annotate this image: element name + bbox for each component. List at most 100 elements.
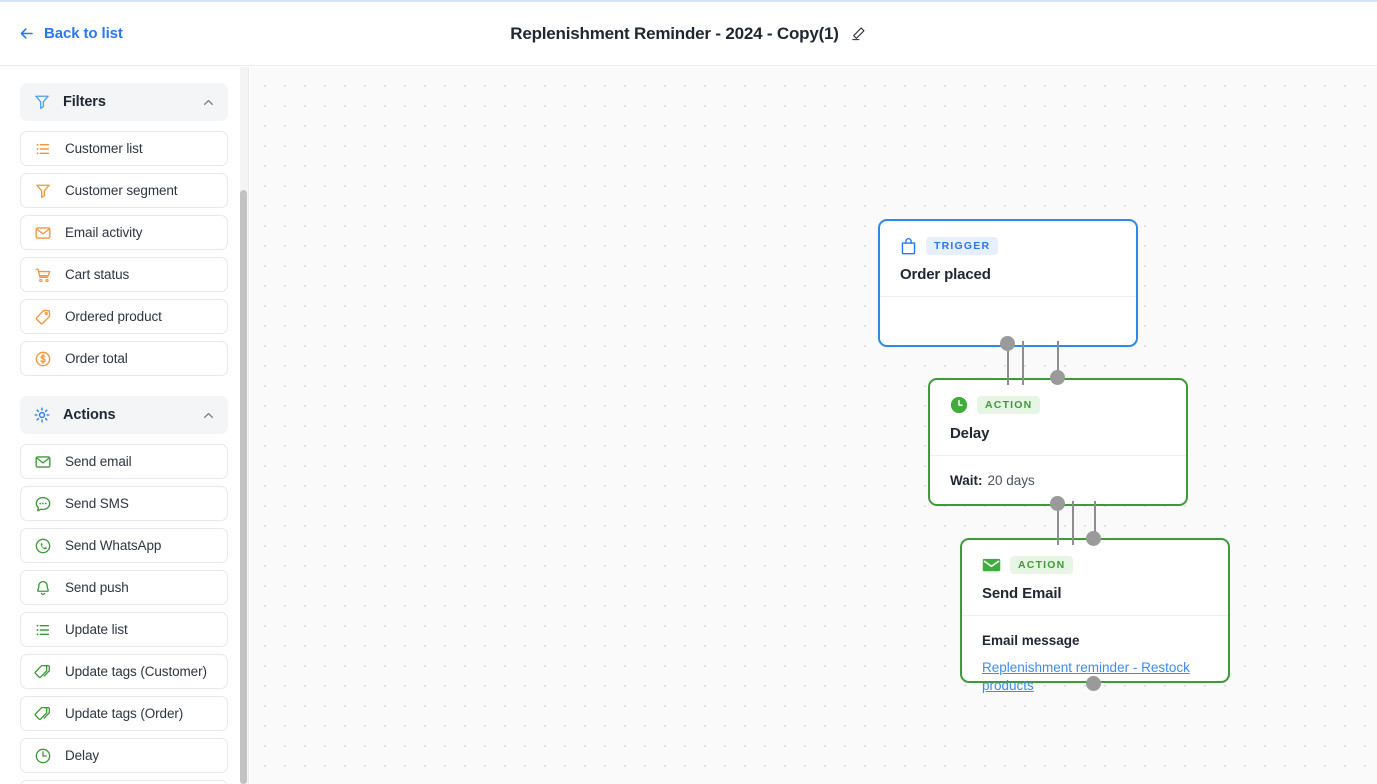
funnel-icon: [36, 184, 50, 198]
cart-icon: [35, 268, 51, 282]
palette-item-label: Delay: [65, 748, 100, 763]
palette-item-update-list[interactable]: Update list: [20, 612, 228, 647]
bell-icon: [34, 579, 52, 597]
edge-segment: [1094, 501, 1096, 543]
node-handle-target[interactable]: [1086, 531, 1101, 546]
whatsapp-icon: [34, 537, 52, 555]
tags-icon: [34, 664, 50, 678]
workflow-node-send-email[interactable]: ACTION Send Email Email message Replenis…: [960, 538, 1230, 693]
node-body: [880, 297, 1136, 339]
palette-item-label: Update list: [65, 622, 128, 637]
dollar-circle-icon: [34, 350, 52, 368]
palette-item-email-activity[interactable]: Email activity: [20, 215, 228, 250]
palette-item-label: Cart status: [65, 267, 130, 282]
edge-segment: [1022, 341, 1024, 385]
node-title: Order placed: [900, 266, 991, 283]
sidebar-scrollbar-track[interactable]: [240, 67, 248, 784]
node-handle-source[interactable]: [1050, 496, 1065, 511]
palette-item-label: Email activity: [65, 225, 143, 240]
palette-item-send-push[interactable]: Send push: [20, 570, 228, 605]
node-body: Email message Replenishment reminder - R…: [962, 616, 1228, 711]
funnel-icon: [35, 95, 49, 109]
workflow-node-trigger[interactable]: TRIGGER Order placed: [878, 219, 1138, 347]
node-header: TRIGGER Order placed: [880, 221, 1136, 297]
whatsapp-icon: [35, 538, 51, 553]
palette-item-label: Send SMS: [65, 496, 129, 511]
palette-item-update-tags-customer[interactable]: Update tags (Customer): [20, 654, 228, 689]
palette-item-customer-segment[interactable]: Customer segment: [20, 173, 228, 208]
palette-item-ordered-product[interactable]: Ordered product: [20, 299, 228, 334]
workflow-canvas[interactable]: TRIGGER Order placed ACTION Delay Wait: 2…: [250, 67, 1377, 784]
palette-item-label: Send push: [65, 580, 129, 595]
node-badge-row: ACTION: [982, 556, 1208, 574]
bell-icon: [37, 580, 49, 595]
node-body: Wait: 20 days: [930, 456, 1186, 504]
app-header: Back to list Replenishment Reminder - 20…: [0, 2, 1377, 66]
node-header: ACTION Delay: [930, 380, 1186, 456]
clock-icon: [34, 747, 52, 765]
node-badge: TRIGGER: [926, 237, 999, 255]
palette-item-send-whatsapp[interactable]: Send WhatsApp: [20, 528, 228, 563]
tags-icon: [34, 705, 52, 723]
node-field-value: 20 days: [987, 473, 1035, 488]
palette-item-send-sms[interactable]: Send SMS: [20, 486, 228, 521]
email-message-link[interactable]: Replenishment reminder - Restock product…: [982, 660, 1190, 693]
palette-group-header-actions[interactable]: Actions: [20, 396, 228, 434]
node-field-label: Email message: [982, 633, 1080, 648]
clock-filled-icon: [950, 396, 968, 414]
node-header: ACTION Send Email: [962, 540, 1228, 616]
envelope-filled-icon: [982, 558, 1001, 572]
edge-segment: [1057, 341, 1059, 383]
list-icon: [34, 140, 52, 158]
back-to-list-label: Back to list: [44, 25, 123, 42]
top-accent-bar: [0, 0, 1377, 2]
edge-segment: [1072, 501, 1074, 545]
sidebar-scrollbar-thumb[interactable]: [240, 190, 247, 784]
palette-item-label: Update tags (Customer): [65, 664, 207, 679]
node-badge: ACTION: [977, 396, 1041, 414]
palette-item-add-store-credit[interactable]: Add store credit: [20, 780, 228, 784]
tags-icon: [34, 663, 52, 681]
palette-item-cart-status[interactable]: Cart status: [20, 257, 228, 292]
chat-bubble-icon: [35, 496, 51, 511]
pencil-edit-icon[interactable]: [850, 25, 867, 42]
node-handle-source[interactable]: [1086, 676, 1101, 691]
palette-item-update-tags-order[interactable]: Update tags (Order): [20, 696, 228, 731]
workflow-node-delay[interactable]: ACTION Delay Wait: 20 days: [928, 378, 1188, 506]
cart-icon: [34, 266, 52, 284]
palette-item-customer-list[interactable]: Customer list: [20, 131, 228, 166]
node-badge: ACTION: [1010, 556, 1074, 574]
palette-item-send-email[interactable]: Send email: [20, 444, 228, 479]
list-icon: [34, 621, 52, 639]
node-field-key: Wait:: [950, 473, 983, 488]
node-field-wait: Wait: 20 days: [950, 473, 1166, 488]
envelope-icon: [34, 453, 52, 471]
envelope-icon: [35, 455, 51, 468]
arrow-left-icon: [20, 28, 33, 39]
list-icon: [36, 624, 50, 635]
palette-item-order-total[interactable]: Order total: [20, 341, 228, 376]
palette-item-label: Ordered product: [65, 309, 162, 324]
header-title-group: Replenishment Reminder - 2024 - Copy(1): [0, 24, 1377, 44]
palette-group-header-filters[interactable]: Filters: [20, 83, 228, 121]
node-badge-row: TRIGGER: [900, 237, 1116, 255]
page-title: Replenishment Reminder - 2024 - Copy(1): [510, 23, 839, 43]
tags-icon: [34, 706, 50, 720]
node-title: Send Email: [982, 585, 1062, 602]
edge-segment: [1007, 343, 1009, 385]
chat-bubble-icon: [34, 495, 52, 513]
palette-item-delay[interactable]: Delay: [20, 738, 228, 773]
tag-icon: [35, 309, 51, 324]
dollar-circle-icon: [35, 351, 51, 366]
chevron-up-icon: [204, 99, 213, 105]
tag-icon: [34, 308, 52, 326]
node-handle-target[interactable]: [1050, 370, 1065, 385]
palette-group-label: Filters: [63, 94, 106, 110]
palette-item-label: Update tags (Order): [65, 706, 184, 721]
node-handle-source[interactable]: [1000, 336, 1015, 351]
palette-item-label: Customer list: [65, 141, 143, 156]
back-to-list-button[interactable]: Back to list: [18, 25, 123, 42]
gear-icon: [34, 407, 50, 423]
